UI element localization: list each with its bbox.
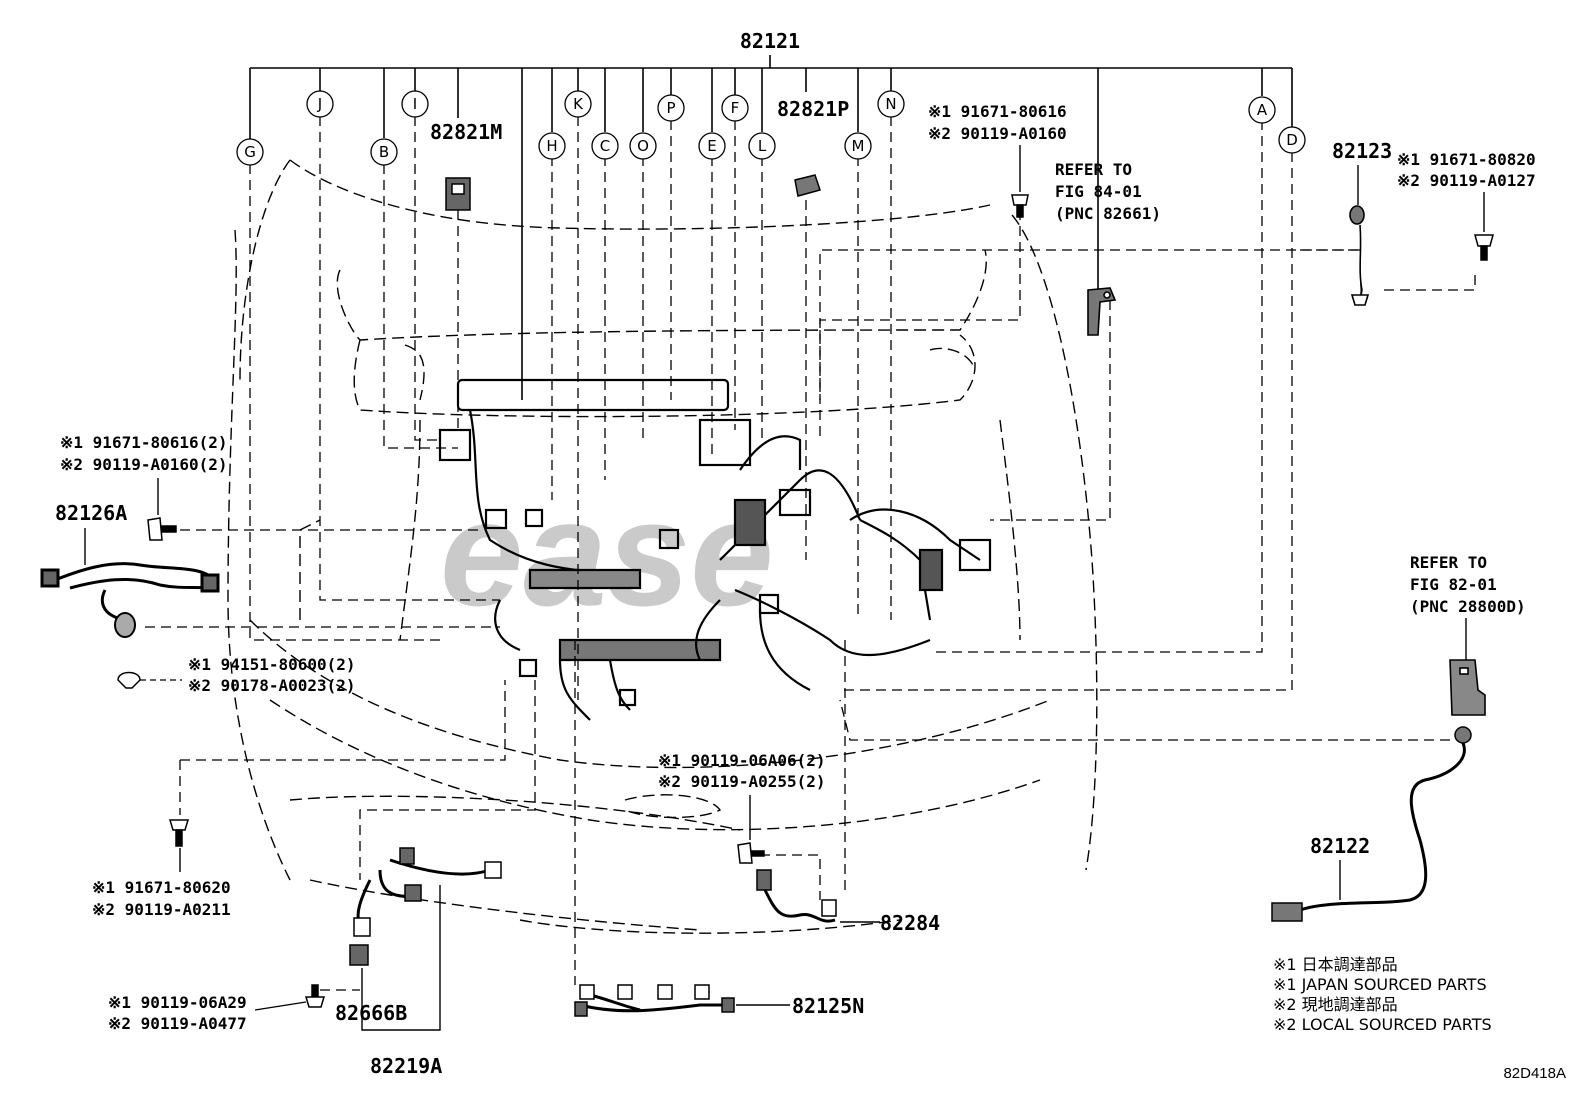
- note-bolt-center: ※1 91671-80616 ※2 90119-A0160: [928, 102, 1067, 143]
- part-number-82123: 82123: [1332, 139, 1392, 163]
- note-bolt-center-2: ※2 90119-A0160: [928, 124, 1067, 143]
- leader-82219a: [361, 885, 441, 1031]
- refer-84-line2: FIG 84-01: [1055, 182, 1142, 201]
- callout-e: E: [707, 137, 716, 155]
- part-number-82121: 82121: [740, 29, 800, 53]
- bolt-center-icon: [1011, 194, 1029, 218]
- bolt-82123-icon: [1474, 234, 1494, 261]
- part-number-82126a: 82126A: [55, 501, 127, 525]
- part-number-82125n: 82125N: [792, 994, 864, 1018]
- callout-circles: [236, 90, 1306, 166]
- harness-82126a-icon: [40, 562, 220, 638]
- callout-leaders: [145, 116, 1476, 991]
- connector-82821m-icon: [445, 177, 471, 211]
- callout-m: M: [852, 137, 865, 155]
- note-bolt-left: ※1 91671-80616(2) ※2 90119-A0160(2): [60, 433, 228, 474]
- harness-82219a-icon: [349, 847, 502, 966]
- connector-82821p-icon: [794, 174, 821, 197]
- callout-b: B: [379, 143, 389, 161]
- note-bolt-center-low-1: ※1 90119-06A06(2): [658, 751, 826, 770]
- part-number-82122: 82122: [1310, 834, 1370, 858]
- callout-f: F: [731, 99, 740, 117]
- callout-h: H: [546, 137, 557, 155]
- legend-local-en: ※2 LOCAL SOURCED PARTS: [1273, 1015, 1492, 1034]
- refer-fig-82: REFER TO FIG 82-01 (PNC 28800D): [1410, 553, 1526, 616]
- callout-g: G: [244, 143, 256, 161]
- note-bolt-bottom-1: ※1 90119-06A29: [108, 993, 247, 1012]
- refer-82-line2: FIG 82-01: [1410, 575, 1497, 594]
- note-bolt-82123: ※1 91671-80820 ※2 90119-A0127: [1397, 150, 1536, 190]
- bolt-left-icon: [147, 517, 177, 541]
- legend-local-jp: ※2 現地調達部品: [1273, 995, 1398, 1014]
- note-bolt-lower-left-2: ※2 90119-A0211: [92, 900, 231, 919]
- main-harness-bracket: [249, 55, 1293, 400]
- engine-harness-body: [438, 378, 992, 721]
- callout-a: A: [1257, 101, 1268, 119]
- callout-d: D: [1286, 131, 1298, 149]
- harness-82125n-icon: [574, 984, 735, 1017]
- note-bolt-center-low-2: ※2 90119-A0255(2): [658, 772, 826, 791]
- legend-japan-jp: ※1 日本調達部品: [1273, 955, 1398, 974]
- callout-j: J: [317, 95, 322, 113]
- battery-terminal-icon: [1449, 659, 1486, 716]
- callout-i: I: [413, 95, 417, 113]
- note-bolt-82123-1: ※1 91671-80820: [1397, 150, 1536, 169]
- cable-82122-icon: [1271, 726, 1472, 922]
- part-number-82821p: 82821P: [777, 97, 849, 121]
- part-number-82219a: 82219A: [370, 1054, 442, 1078]
- note-clip-left-1: ※1 94151-80600(2): [188, 655, 356, 674]
- legend-japan-en: ※1 JAPAN SOURCED PARTS: [1273, 975, 1487, 994]
- refer-82-line1: REFER TO: [1410, 553, 1487, 572]
- callout-p: P: [666, 99, 675, 117]
- bolt-center-low-icon: [737, 842, 765, 864]
- part-number-82666b: 82666B: [335, 1001, 407, 1025]
- refer-fig-84: REFER TO FIG 84-01 (PNC 82661): [1055, 160, 1161, 223]
- ground-strap-82123-icon: [1349, 205, 1370, 306]
- note-bolt-82123-2: ※2 90119-A0127: [1397, 171, 1536, 190]
- bolt-bottom-icon: [304, 984, 326, 1008]
- harness-82284-icon: [756, 869, 837, 923]
- callout-n: N: [885, 95, 896, 113]
- leader-bolt-bottom: [254, 1001, 307, 1011]
- legend: ※1 日本調達部品 ※1 JAPAN SOURCED PARTS ※2 現地調達…: [1273, 955, 1492, 1034]
- note-clip-left-2: ※2 90178-A0023(2): [188, 676, 356, 695]
- refer-82-line3: (PNC 28800D): [1410, 597, 1526, 616]
- figure-code: 82D418A: [1503, 1065, 1566, 1082]
- note-bolt-center-low: ※1 90119-06A06(2) ※2 90119-A0255(2): [658, 751, 826, 791]
- watermark: ease: [440, 469, 774, 637]
- callout-l: L: [758, 137, 767, 155]
- note-clip-left: ※1 94151-80600(2) ※2 90178-A0023(2): [188, 655, 356, 695]
- note-bolt-left-2: ※2 90119-A0160(2): [60, 455, 228, 474]
- clip-left-icon: [117, 671, 141, 689]
- note-bolt-center-1: ※1 91671-80616: [928, 102, 1067, 121]
- bracket-84-icon: [1087, 287, 1117, 336]
- vehicle-body-outline: [227, 159, 1098, 934]
- callout-o: O: [637, 137, 649, 155]
- refer-84-line3: (PNC 82661): [1055, 204, 1161, 223]
- note-bolt-left-1: ※1 91671-80616(2): [60, 433, 228, 452]
- callout-letter-labels: A B C D E F G H I J K L M N O P: [244, 95, 1298, 161]
- note-bolt-bottom-2: ※2 90119-A0477: [108, 1014, 247, 1033]
- callout-k: K: [573, 95, 584, 113]
- callout-c: C: [600, 137, 610, 155]
- bolt-lower-left-icon: [168, 819, 190, 847]
- note-bolt-lower-left: ※1 91671-80620 ※2 90119-A0211: [92, 878, 231, 919]
- note-bolt-bottom: ※1 90119-06A29 ※2 90119-A0477: [108, 993, 247, 1033]
- part-number-82821m: 82821M: [430, 120, 502, 144]
- part-number-82284: 82284: [880, 911, 940, 935]
- note-bolt-lower-left-1: ※1 91671-80620: [92, 878, 231, 897]
- refer-84-line1: REFER TO: [1055, 160, 1132, 179]
